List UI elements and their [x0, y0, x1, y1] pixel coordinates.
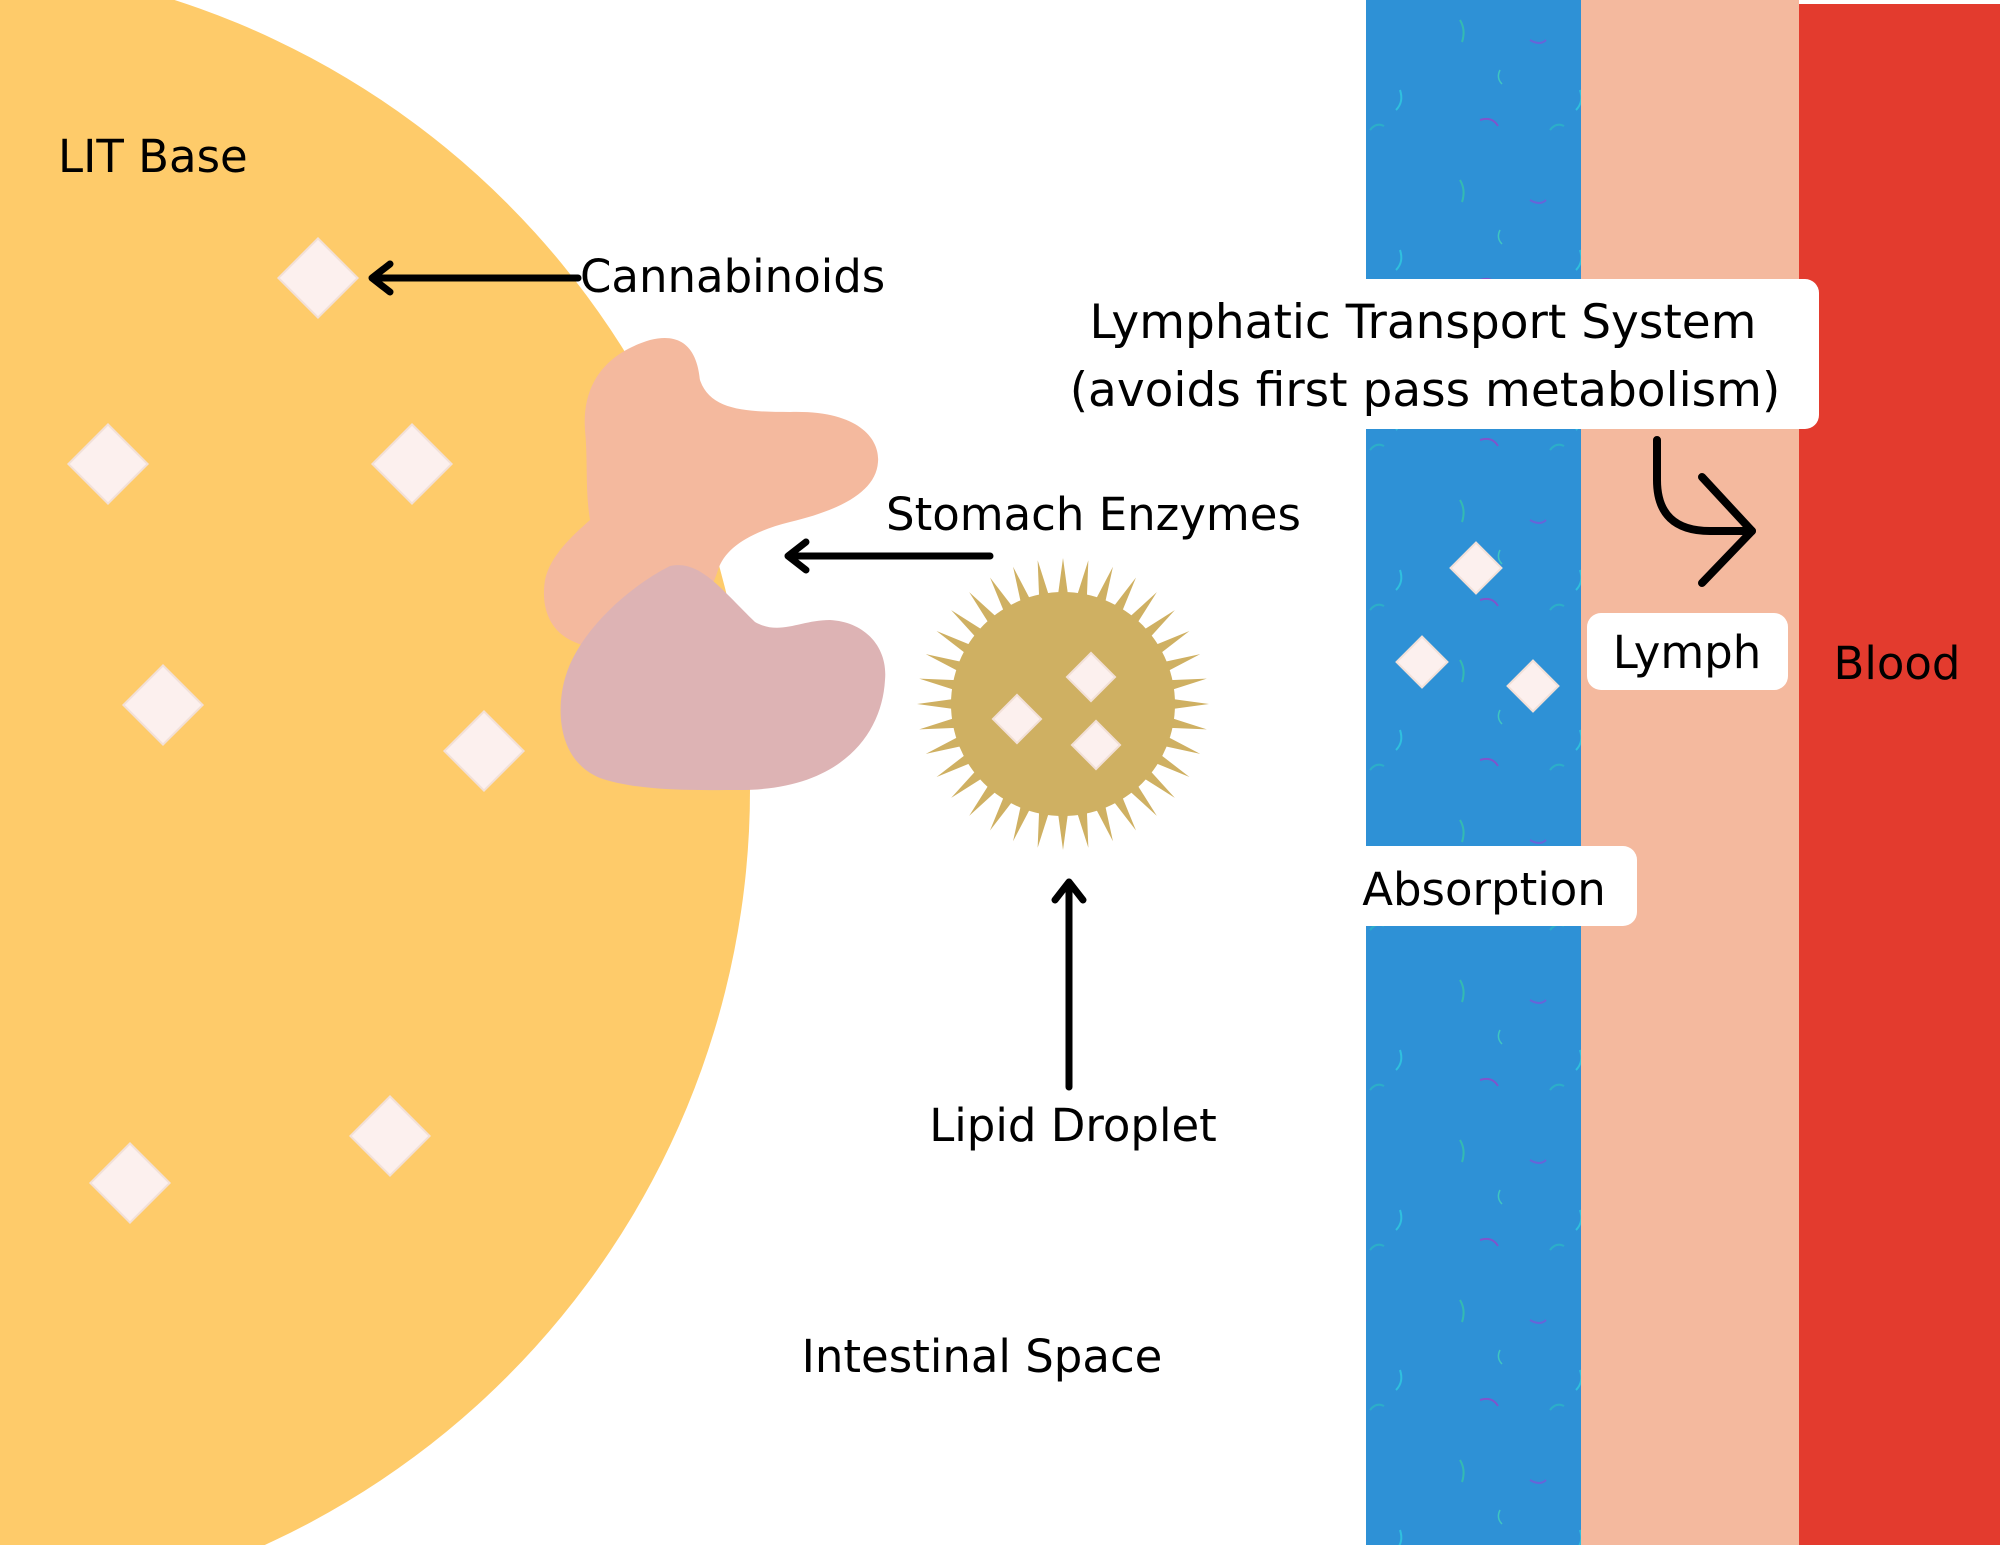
lymph-to-blood-arrow: [1653, 436, 1756, 587]
cannabinoid-diamond: [88, 1141, 172, 1225]
blood-label: Blood: [1833, 637, 1960, 690]
lymph-label: Lymph: [1613, 626, 1762, 679]
cannabinoids-label: Cannabinoids: [580, 250, 885, 303]
absorption-label-box: [1331, 846, 1637, 926]
lipid-droplet: [917, 558, 1209, 850]
lymphatic-transport-label: Lymphatic Transport System: [1090, 295, 1757, 350]
arrow-to-cannabinoids: [368, 260, 582, 296]
lipid-spike: [919, 716, 962, 730]
lipid-spike: [1164, 716, 1207, 730]
intestinal-space-label: Intestinal Space: [802, 1330, 1163, 1383]
lipid-spike: [1057, 558, 1069, 601]
cannabinoid-diamonds: [66, 236, 526, 1225]
intestinal-wall-texture: [1366, 0, 1581, 1545]
absorption-label: Absorption: [1362, 863, 1606, 916]
lipid-droplet-label: Lipid Droplet: [929, 1099, 1217, 1152]
lipid-spike: [1057, 807, 1069, 850]
lymphatic-label-box: [1043, 279, 1819, 429]
blood-band: [1799, 4, 2000, 1545]
stomach-enzyme-mauve: [560, 565, 886, 791]
lipid-cannabinoid-diamond: [991, 693, 1043, 745]
stomach-enzymes-label: Stomach Enzymes: [886, 488, 1301, 541]
lipid-spike: [1166, 698, 1209, 710]
lymphatic-transport-sublabel: (avoids first pass metabolism): [1070, 363, 1781, 418]
absorbed-cannabinoid-diamond: [1449, 541, 1503, 595]
lipid-spike: [917, 698, 960, 710]
lipid-cannabinoid-diamond: [1065, 651, 1117, 703]
cannabinoid-diamond: [370, 422, 454, 506]
lit-base-circle: [0, 0, 750, 1545]
absorbed-cannabinoid-diamond: [1506, 659, 1560, 713]
lipid-spike: [1037, 805, 1051, 848]
stomach-enzyme-peach: [543, 338, 879, 649]
cannabinoid-diamond: [66, 422, 150, 506]
lipid-spike: [919, 678, 962, 692]
lipid-spike: [1164, 678, 1207, 692]
lipid-spike: [1075, 560, 1089, 603]
lymph-band: [1581, 0, 1799, 1545]
arrow-to-lipid-droplet: [1051, 878, 1087, 1091]
lipid-droplet-body: [951, 592, 1175, 816]
lipid-spike: [1037, 560, 1051, 603]
arrow-to-stomach-enzymes: [784, 538, 994, 574]
cannabinoid-diamond: [121, 663, 205, 747]
cannabinoid-diamond: [348, 1094, 432, 1178]
lipid-cannabinoid-diamond: [1070, 719, 1122, 771]
lipid-spike: [1075, 805, 1089, 848]
lymph-label-box: [1587, 613, 1788, 690]
cannabinoid-diamond: [276, 236, 360, 320]
cannabinoid-diamond: [442, 709, 526, 793]
absorbed-cannabinoid-diamond: [1395, 635, 1449, 689]
lit-base-label: LIT Base: [58, 130, 248, 183]
